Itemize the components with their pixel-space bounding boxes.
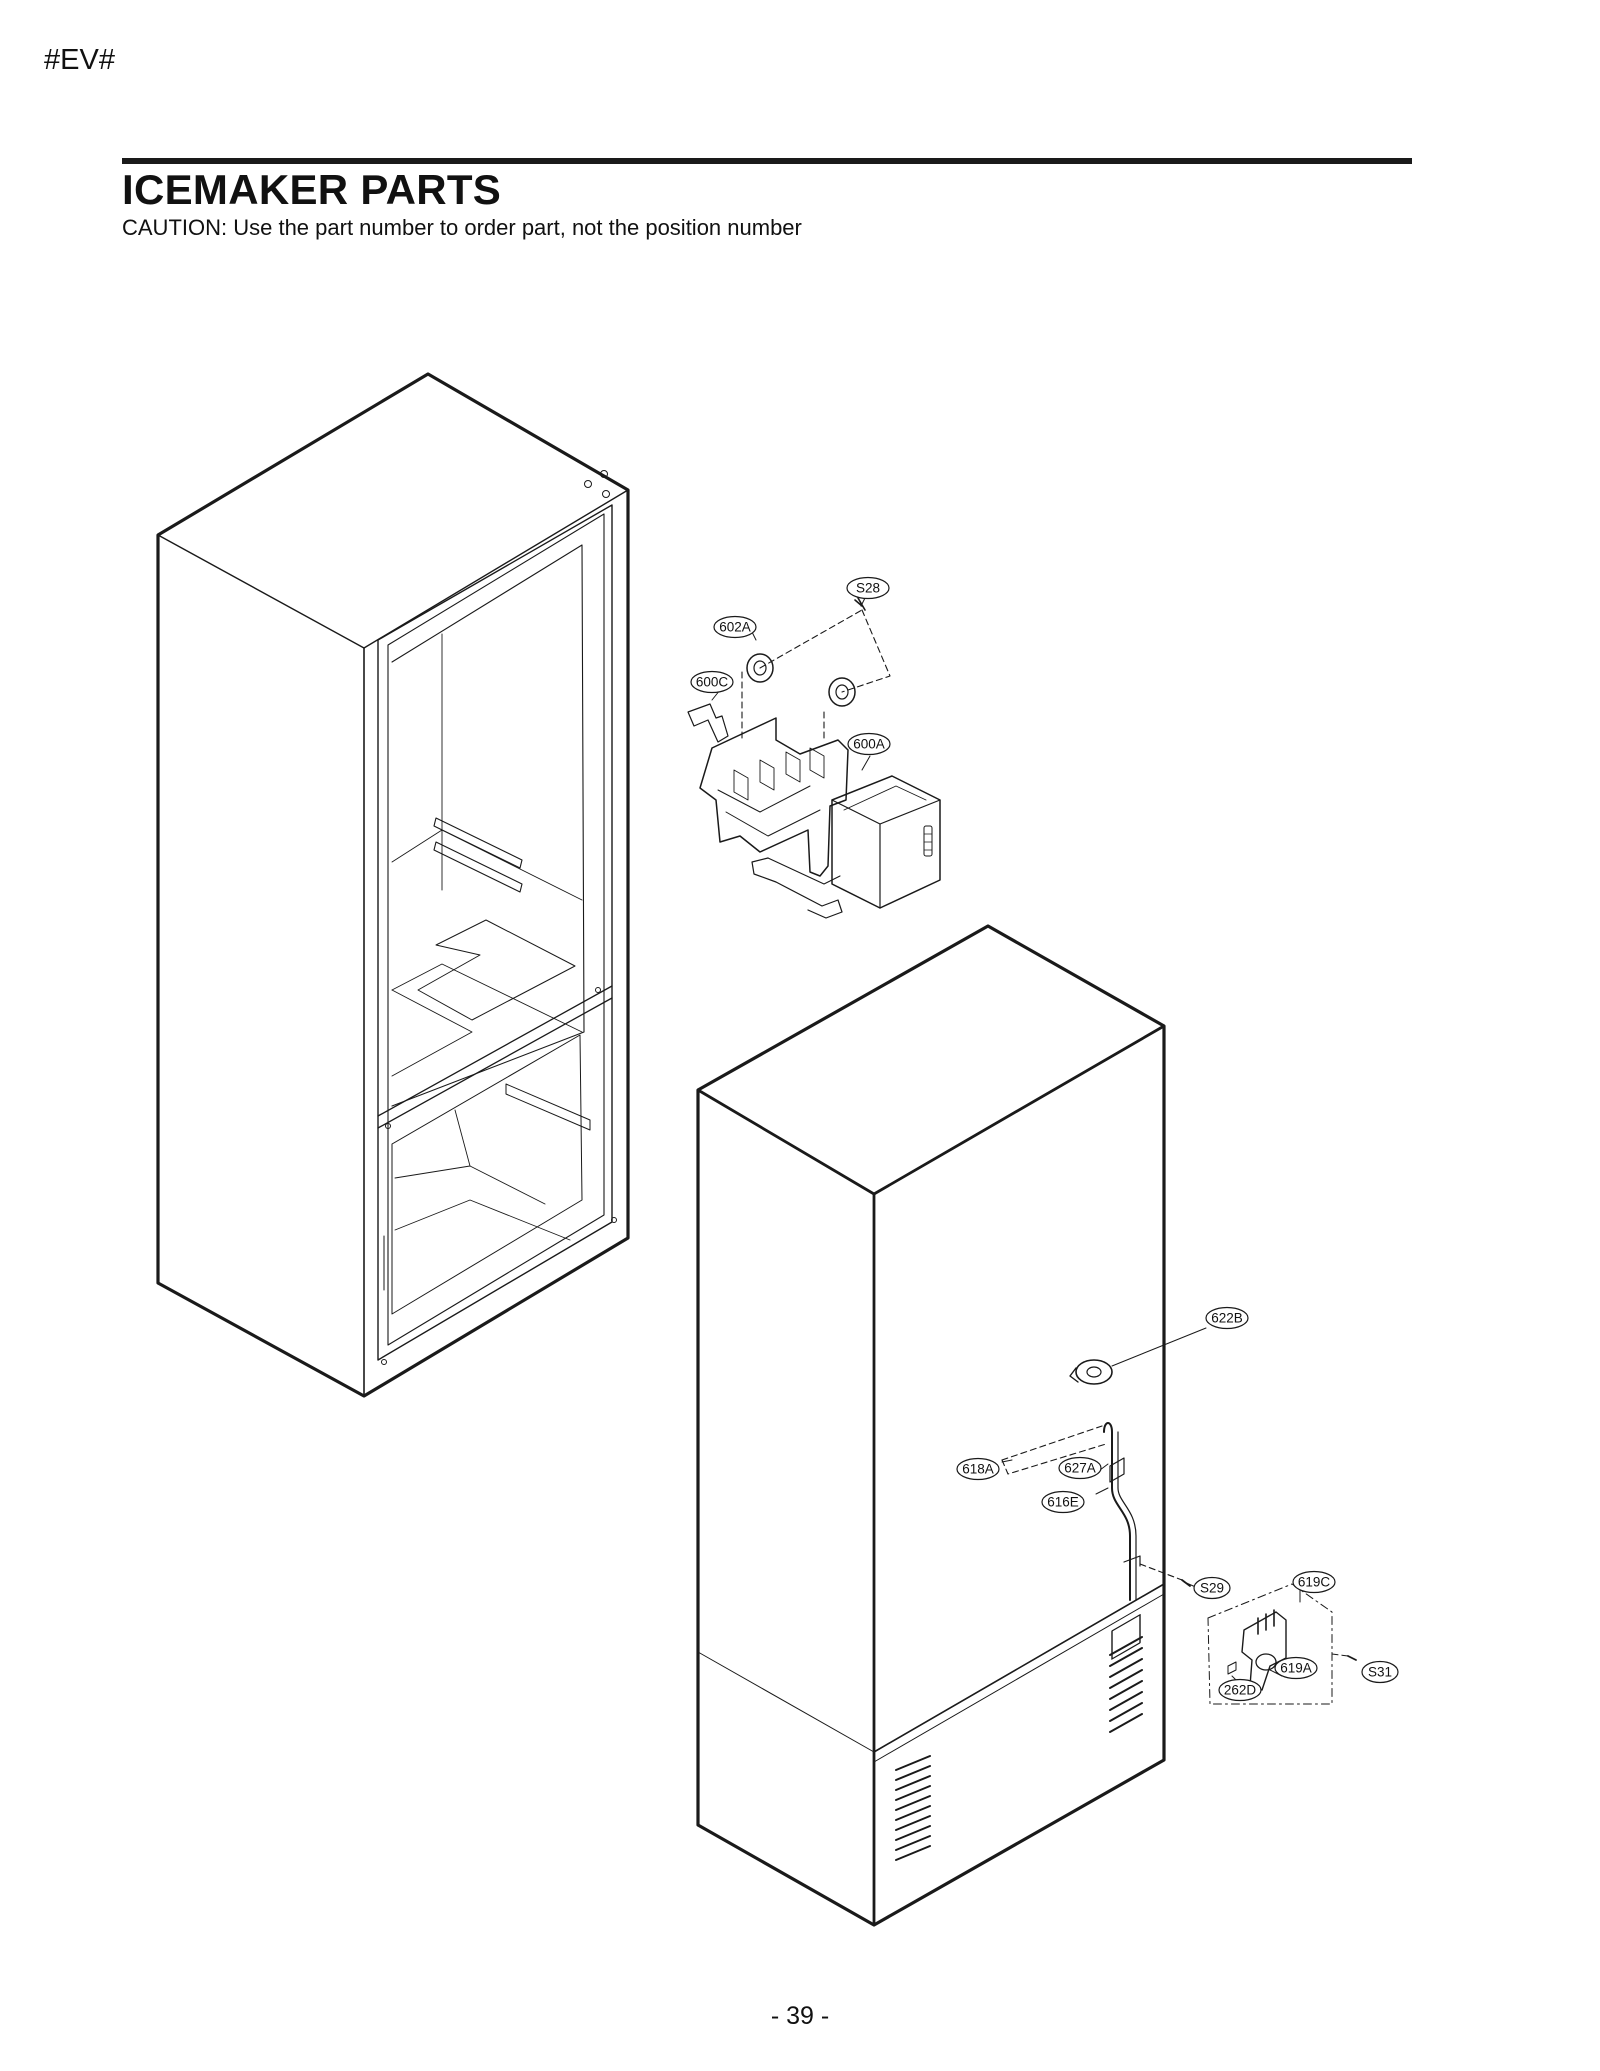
- model-code: #EV#: [44, 44, 115, 76]
- callout-600a: 600A: [853, 737, 885, 752]
- callout-602a: 602A: [719, 620, 751, 635]
- title-rule: [122, 158, 1412, 164]
- icemaker-assembly: [687, 597, 941, 919]
- callout-619a: 619A: [1280, 1661, 1312, 1676]
- callout-s29: S29: [1200, 1581, 1224, 1596]
- page-title: ICEMAKER PARTS: [122, 166, 502, 213]
- cabinet-rear: [696, 924, 1191, 1927]
- callout-s31: S31: [1368, 1665, 1392, 1680]
- callout-616e: 616E: [1047, 1495, 1079, 1510]
- liner-cabinet: [156, 372, 630, 1398]
- callout-618a: 618A: [962, 1462, 994, 1477]
- callout-leaders: [711, 595, 1301, 1685]
- water-valve-detail: [1207, 1583, 1357, 1705]
- callout-600c: 600C: [696, 675, 729, 690]
- callout-627a: 627A: [1064, 1461, 1096, 1476]
- dashed-guide-lines: [741, 609, 1349, 1657]
- caution-note: CAUTION: Use the part number to order pa…: [122, 215, 802, 240]
- callout-s28: S28: [856, 581, 880, 596]
- callout-619c: 619C: [1298, 1575, 1331, 1590]
- page-number: - 39 -: [770, 2002, 830, 2030]
- callout-622b: 622B: [1211, 1311, 1243, 1326]
- callout-bubbles: [690, 576, 1399, 1702]
- callout-262d: 262D: [1224, 1683, 1257, 1698]
